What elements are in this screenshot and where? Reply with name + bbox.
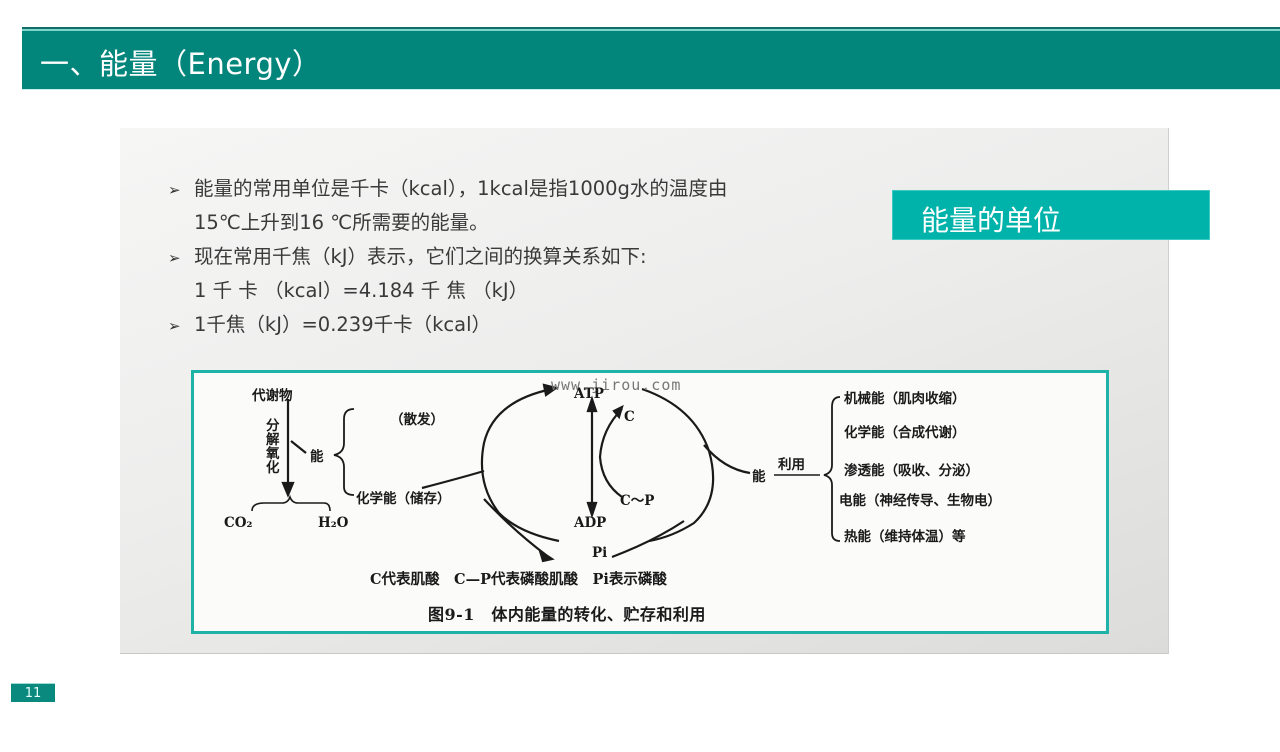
bullet-arrow-icon: ➢ <box>168 317 181 335</box>
label-use: 利用 <box>778 457 805 473</box>
bullet-arrow-icon: ➢ <box>168 249 181 267</box>
label-h2o: H₂O <box>318 515 349 531</box>
label-c: C <box>624 409 635 425</box>
label-cp: C～P <box>620 493 655 509</box>
diagram-lines <box>251 383 841 563</box>
bullet-list: ➢能量的常用单位是千卡（kcal），1kcal是指1000g水的温度由 15℃上… <box>168 172 868 342</box>
bullet-continuation: 1 千 卡 （kcal）=4.184 千 焦 （kJ） <box>194 279 529 302</box>
watermark: www.jirou.com <box>551 376 682 394</box>
label-metabolite: 代谢物 <box>252 388 293 404</box>
energy-diagram: www.jirou.com 代谢物 分解氧化 能 （散发） 化学能（储存） CO… <box>191 370 1109 634</box>
figure-legend: C代表肌酸 C—P代表磷酸肌酸 Pi表示磷酸 <box>370 571 667 588</box>
bullet-item: ➢能量的常用单位是千卡（kcal），1kcal是指1000g水的温度由 <box>168 172 868 206</box>
use-item: 电能（神经传导、生物电） <box>839 493 1001 509</box>
bullet-item: ➢现在常用千焦（kJ）表示，它们之间的换算关系如下: <box>168 240 868 274</box>
label-process: 分解氧化 <box>266 418 280 476</box>
label-energy-right: 能 <box>752 469 766 485</box>
bullet-item: ➢1千焦（kJ）=0.239千卡（kcal） <box>168 308 868 342</box>
label-pi: Pi <box>592 545 608 561</box>
label-energy-left: 能 <box>310 449 324 465</box>
label-co2: CO₂ <box>224 515 253 531</box>
use-item: 热能（维持体温）等 <box>844 529 966 545</box>
label-chemical-store: 化学能（储存） <box>356 491 451 507</box>
bullet-arrow-icon: ➢ <box>168 181 181 199</box>
title-bar: 一、能量（Energy） <box>22 27 1280 90</box>
use-item: 机械能（肌肉收缩） <box>844 391 966 407</box>
use-item: 渗透能（吸收、分泌） <box>844 463 979 479</box>
label-atp: ATP <box>574 386 604 402</box>
slide-title: 一、能量（Energy） <box>40 47 322 81</box>
section-tag: 能量的单位 <box>892 190 1210 240</box>
label-dissipate: （散发） <box>390 412 444 428</box>
page-number: 11 <box>11 683 55 702</box>
bullet-continuation: 15℃上升到16 ℃所需要的能量。 <box>194 211 489 234</box>
content-panel: ➢能量的常用单位是千卡（kcal），1kcal是指1000g水的温度由 15℃上… <box>120 128 1210 654</box>
figure-caption: 图9-1 体内能量的转化、贮存和利用 <box>428 605 706 624</box>
label-adp: ADP <box>574 515 607 531</box>
use-item: 化学能（合成代谢） <box>844 425 966 441</box>
